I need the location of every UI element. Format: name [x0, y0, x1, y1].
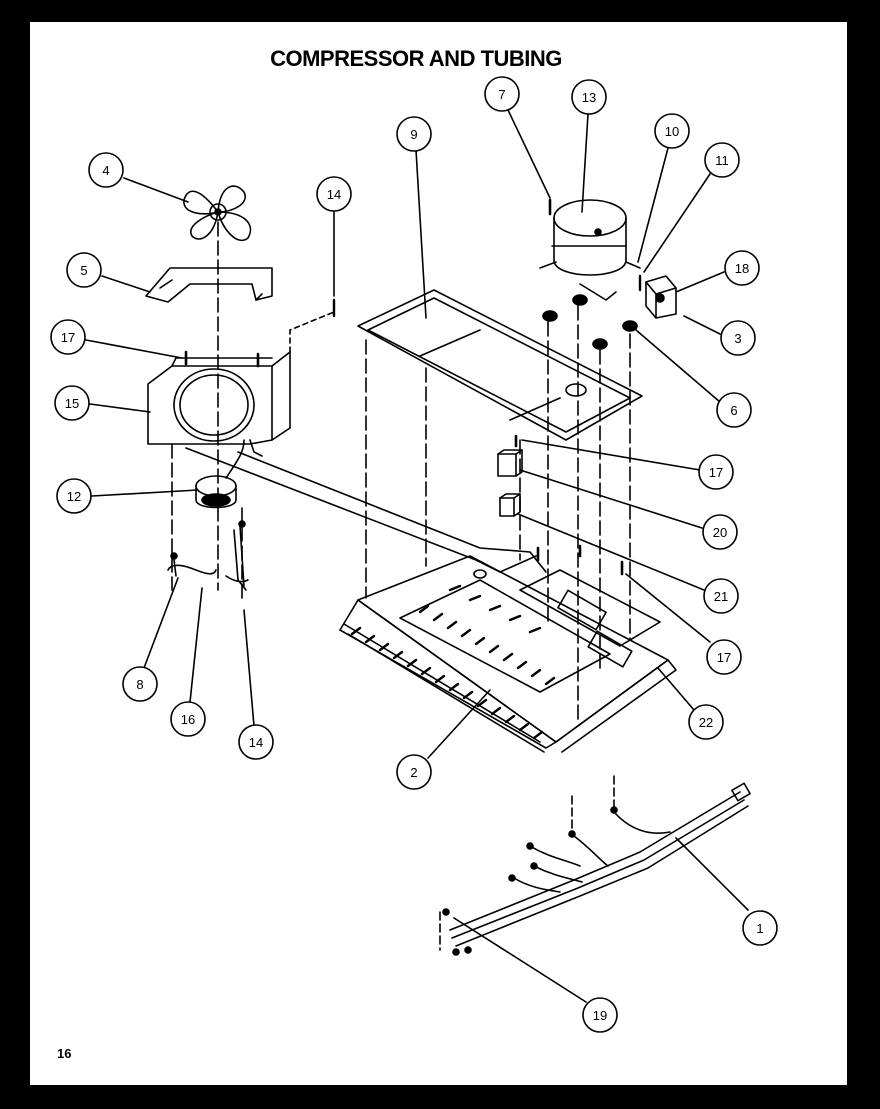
svg-text:7: 7 [498, 87, 505, 102]
svg-text:17: 17 [61, 330, 75, 345]
svg-text:8: 8 [136, 677, 143, 692]
callout-3: 3 [683, 315, 756, 356]
svg-text:1: 1 [756, 921, 763, 936]
callout-12: 12 [56, 478, 199, 514]
start-relay-block [497, 449, 523, 477]
callout-20: 20 [519, 469, 738, 550]
svg-text:19: 19 [593, 1008, 607, 1023]
svg-text:18: 18 [735, 261, 749, 276]
page-number: 16 [57, 1046, 72, 1061]
svg-text:6: 6 [730, 403, 737, 418]
fan-blade [183, 185, 252, 241]
svg-text:14: 14 [327, 187, 341, 202]
svg-text:15: 15 [65, 396, 79, 411]
callout-21: 21 [517, 513, 739, 614]
callout-1: 1 [675, 837, 778, 946]
svg-text:2: 2 [410, 765, 417, 780]
callout-15: 15 [54, 385, 151, 421]
svg-text:9: 9 [410, 127, 417, 142]
svg-text:11: 11 [715, 153, 729, 168]
svg-text:5: 5 [80, 263, 87, 278]
machine-base [339, 555, 677, 753]
wire-harness [439, 775, 751, 956]
svg-text:17: 17 [709, 465, 723, 480]
screws [184, 350, 624, 576]
callout-14-bottom: 14 [238, 609, 274, 760]
callout-17-left: 17 [50, 319, 183, 359]
callout-8: 8 [122, 577, 179, 702]
svg-text:22: 22 [699, 715, 713, 730]
svg-text:17: 17 [717, 650, 731, 665]
fan-bracket [145, 267, 273, 303]
compressor [539, 198, 641, 301]
callout-18: 18 [675, 250, 760, 293]
callout-16: 16 [170, 587, 206, 737]
svg-text:16: 16 [181, 712, 195, 727]
refrigerant-tubing [185, 439, 547, 573]
motor-clamp [167, 520, 249, 591]
callout-4: 4 [88, 152, 189, 203]
callout-14-top: 14 [316, 176, 352, 297]
callout-2: 2 [396, 689, 491, 790]
callout-17-lower: 17 [625, 573, 742, 675]
relay-overload [638, 274, 677, 319]
callout-22: 22 [657, 667, 724, 740]
run-capacitor-block [499, 493, 521, 517]
fan-motor [195, 439, 245, 509]
base-louvers [350, 584, 556, 740]
svg-text:4: 4 [102, 163, 109, 178]
svg-text:12: 12 [67, 489, 81, 504]
svg-text:13: 13 [582, 90, 596, 105]
svg-text:21: 21 [714, 589, 728, 604]
fan-shroud [147, 298, 336, 445]
callout-9: 9 [396, 116, 432, 319]
svg-text:10: 10 [665, 124, 679, 139]
callout-10: 10 [637, 113, 690, 263]
callout-7: 7 [484, 76, 551, 199]
diagram-paper [30, 22, 847, 1085]
grommets [542, 294, 638, 350]
callout-13: 13 [571, 79, 607, 213]
diagram-title: COMPRESSOR AND TUBING [270, 46, 562, 71]
callout-11: 11 [643, 142, 740, 273]
svg-text:3: 3 [734, 331, 741, 346]
callout-6: 6 [635, 329, 752, 428]
callouts: 1 2 3 4 5 [50, 76, 778, 1033]
svg-text:14: 14 [249, 735, 263, 750]
callout-19: 19 [453, 917, 618, 1033]
callout-5: 5 [66, 252, 151, 293]
explode-lines [365, 305, 631, 721]
callout-17-middle: 17 [521, 439, 734, 490]
svg-text:20: 20 [713, 525, 727, 540]
